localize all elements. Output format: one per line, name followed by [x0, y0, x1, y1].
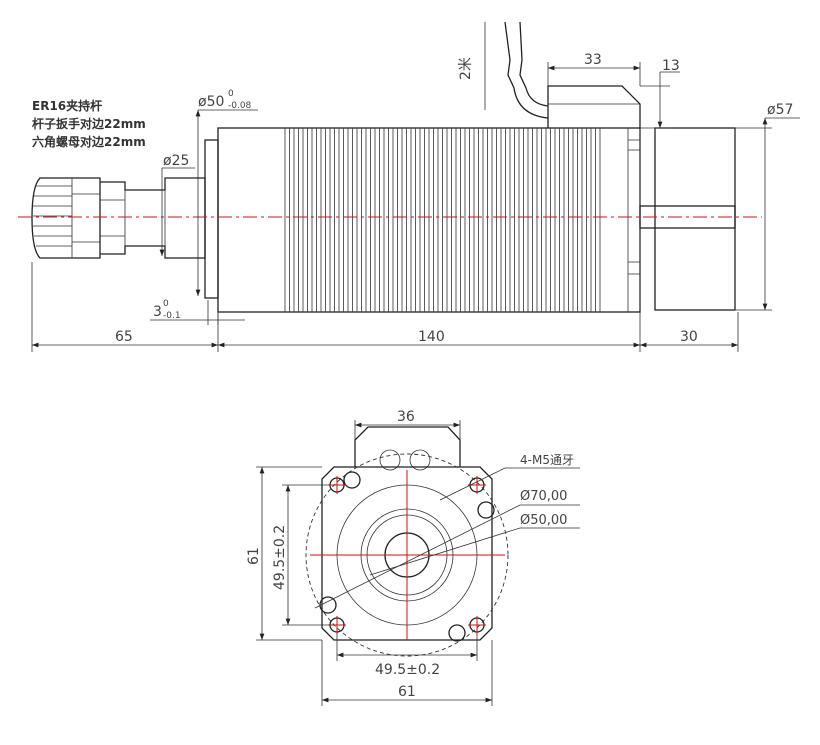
dimension-connector-length: 33 — [547, 52, 641, 86]
svg-text:140: 140 — [418, 329, 445, 345]
pcd-outer-label: Ø70,00 — [520, 489, 567, 504]
dimension-flange-dia: ø50 0 -0.08 — [195, 89, 258, 296]
svg-text:49.5±0.2: 49.5±0.2 — [272, 525, 288, 590]
svg-text:30: 30 — [680, 329, 698, 345]
svg-text:ø25: ø25 — [163, 153, 189, 169]
svg-text:3: 3 — [153, 304, 162, 320]
pcd-70 — [305, 453, 509, 657]
motor-body — [217, 127, 641, 313]
flange-square — [321, 466, 493, 641]
connector-block — [547, 85, 641, 128]
svg-text:13: 13 — [662, 58, 680, 74]
svg-text:61: 61 — [398, 684, 416, 700]
flange-plate — [204, 139, 219, 299]
thread-note: 4-M5通牙 — [520, 453, 574, 467]
svg-text:61: 61 — [246, 547, 262, 565]
collet-nut — [31, 177, 101, 259]
encoder-housing — [654, 127, 736, 311]
dimension-height: 61 49.5±0.2 — [246, 466, 330, 641]
dimension-overall-lengths: 65 140 30 — [31, 262, 739, 352]
note-collet: ER16夹持杆 — [32, 98, 102, 113]
svg-text:0: 0 — [228, 89, 234, 99]
dimension-connector-height: 13 — [640, 58, 680, 129]
svg-text:ø57: ø57 — [767, 102, 793, 118]
dimension-width: 49.5±0.2 61 — [321, 633, 493, 706]
svg-text:-0.08: -0.08 — [228, 101, 252, 111]
svg-text:49.5±0.2: 49.5±0.2 — [375, 662, 440, 678]
note-nut: 六角螺母对边22mm — [32, 134, 146, 149]
cable — [504, 21, 549, 119]
dimension-shaft-dia: ø25 — [159, 153, 195, 256]
svg-text:-0.1: -0.1 — [163, 311, 181, 321]
pcd-inner-label: Ø50,00 — [520, 513, 567, 528]
svg-text:0: 0 — [163, 299, 169, 309]
svg-text:2米: 2米 — [458, 57, 474, 80]
collet-holder — [100, 177, 206, 259]
svg-text:65: 65 — [115, 329, 133, 345]
dimension-connector-width: 36 — [354, 409, 461, 440]
dimension-cable-length: 2米 — [458, 22, 486, 110]
dimension-encoder-dia: ø57 — [735, 102, 800, 311]
svg-text:36: 36 — [397, 409, 415, 425]
front-view: 4-M5通牙 Ø70,00 Ø50,00 36 61 49.5±0.2 49.5… — [246, 409, 580, 706]
svg-text:33: 33 — [584, 52, 602, 68]
note-wrench: 杆子扳手对边22mm — [32, 116, 146, 131]
side-view: ER16夹持杆 杆子扳手对边22mm 六角螺母对边22mm — [18, 21, 800, 352]
center-marks — [310, 470, 505, 640]
svg-text:ø50: ø50 — [198, 94, 224, 110]
